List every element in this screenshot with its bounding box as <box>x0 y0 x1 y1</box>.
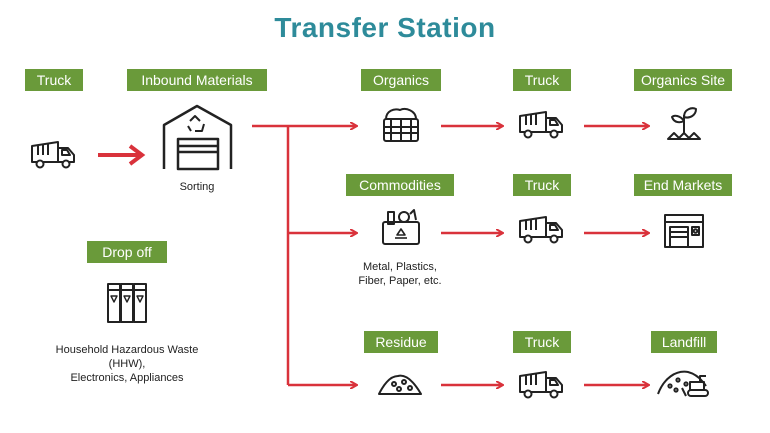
truck-icon <box>519 216 563 244</box>
caption-hhw: Household Hazardous Waste (HHW), Electro… <box>42 343 212 385</box>
caption-commodities-line2: Fiber, Paper, etc. <box>358 275 442 287</box>
warehouse-recycle-icon <box>162 104 233 171</box>
arrow-head-truck-to-inbound <box>128 144 146 166</box>
label-inbound-materials: Inbound Materials <box>127 69 267 91</box>
truck-icon <box>31 141 75 169</box>
label-organics: Organics <box>361 69 441 91</box>
label-truck-residue: Truck <box>513 331 571 353</box>
caption-hhw-line1: Household Hazardous Waste <box>55 344 199 356</box>
recycle-bin-icon <box>382 209 420 245</box>
label-organics-site: Organics Site <box>634 69 732 91</box>
label-landfill: Landfill <box>651 331 717 353</box>
label-truck-commodities: Truck <box>513 174 571 196</box>
caption-commodities-types: Metal, Plastics, Fiber, Paper, etc. <box>340 260 460 288</box>
label-commodities: Commodities <box>346 174 454 196</box>
organics-bin-icon <box>383 108 419 142</box>
label-drop-off: Drop off <box>87 241 167 263</box>
compost-plant-icon <box>667 107 701 140</box>
debris-pile-icon <box>378 374 422 395</box>
caption-sorting: Sorting <box>179 181 215 193</box>
caption-commodities-line1: Metal, Plastics, <box>363 261 437 273</box>
label-end-markets: End Markets <box>634 174 732 196</box>
hazardous-bins-icon <box>107 283 147 323</box>
truck-icon <box>519 371 563 399</box>
page-title: Transfer Station <box>274 12 496 43</box>
truck-icon <box>519 111 563 139</box>
label-truck-in: Truck <box>25 69 83 91</box>
caption-hhw-line2: (HHW), <box>108 358 146 370</box>
storefront-icon <box>664 214 704 248</box>
label-truck-organics: Truck <box>513 69 571 91</box>
landfill-bulldozer-icon <box>657 370 709 397</box>
label-residue: Residue <box>364 331 438 353</box>
caption-hhw-line3: Electronics, Appliances <box>70 372 184 384</box>
